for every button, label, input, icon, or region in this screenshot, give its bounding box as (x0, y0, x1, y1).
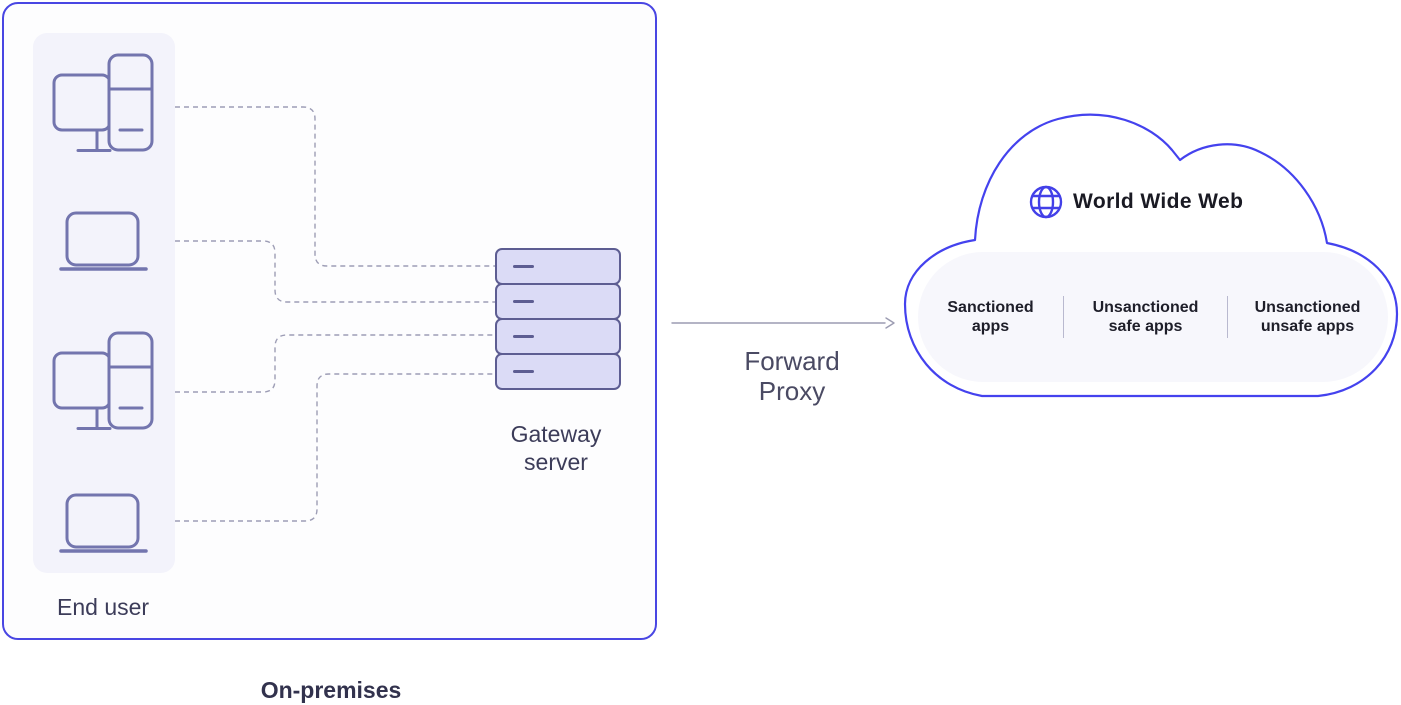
arrow-right-icon (671, 317, 895, 329)
gateway-server-label: Gateway server (510, 421, 602, 475)
server-slot-dash (513, 335, 534, 338)
server-slot-dash (513, 265, 534, 268)
server-slot-dash (513, 300, 534, 303)
server-unit (495, 353, 621, 390)
desktop-computer-icon (52, 331, 154, 430)
end-user-label: End user (57, 594, 150, 620)
pill-divider (1063, 296, 1064, 338)
server-slot-dash (513, 370, 534, 373)
unsanctioned-unsafe-apps-label: Unsanctioned unsafe apps (1254, 299, 1361, 335)
forward-proxy-label: Forward Proxy (744, 346, 840, 406)
laptop-icon (59, 211, 148, 271)
globe-icon (1029, 185, 1063, 219)
desktop-computer-icon (52, 53, 154, 152)
world-wide-web-header: World Wide Web (1028, 184, 1243, 220)
server-unit (495, 248, 621, 285)
app-categories-pill: Sanctioned apps Unsanctioned safe apps U… (918, 252, 1388, 382)
laptop-icon (59, 493, 148, 553)
sanctioned-apps-label: Sanctioned apps (947, 299, 1034, 335)
on-premises-label: On-premises (260, 677, 402, 703)
server-unit (495, 283, 621, 320)
server-stack-icon (495, 248, 621, 390)
world-wide-web-label: World Wide Web (1073, 190, 1244, 213)
server-unit (495, 318, 621, 355)
pill-divider (1227, 296, 1228, 338)
unsanctioned-safe-apps-label: Unsanctioned safe apps (1092, 299, 1199, 335)
